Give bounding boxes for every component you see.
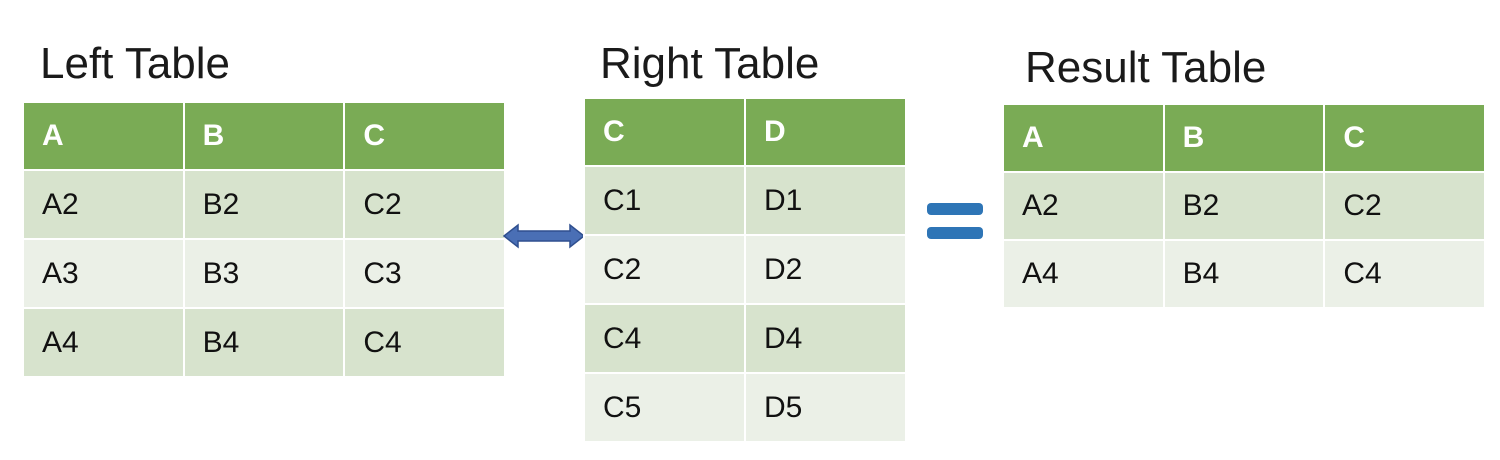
table-row: A3 B3 C3 <box>22 238 506 309</box>
equals-top-bar <box>927 203 983 215</box>
table-row: C5 D5 <box>583 372 907 443</box>
right-table: C D C1 D1 C2 D2 C4 D4 C5 D5 <box>583 97 907 443</box>
table-row: A4 B4 C4 <box>22 307 506 378</box>
table-cell: B4 <box>1162 239 1326 309</box>
left-table: A B C A2 B2 C2 A3 B3 C3 A4 B4 C4 <box>22 101 506 378</box>
table-cell: D5 <box>744 372 907 443</box>
equals-icon <box>927 200 983 247</box>
table-cell: C2 <box>583 234 746 305</box>
header-row: C D <box>583 97 907 167</box>
header-cell: B <box>182 101 346 171</box>
table-cell: B3 <box>182 238 346 309</box>
header-cell: B <box>1162 103 1326 173</box>
result-table: A B C A2 B2 C2 A4 B4 C4 <box>1002 103 1486 309</box>
table-cell: B4 <box>182 307 346 378</box>
table-cell: C4 <box>583 303 746 374</box>
double-arrow-icon <box>502 221 586 256</box>
table-cell: C3 <box>343 238 506 309</box>
header-cell: A <box>22 101 185 171</box>
table-cell: D2 <box>744 234 907 305</box>
table-cell: C2 <box>1323 171 1486 241</box>
table-cell: A4 <box>1002 239 1165 309</box>
table-cell: C4 <box>1323 239 1486 309</box>
header-cell: A <box>1002 103 1165 173</box>
table-cell: B2 <box>1162 171 1326 241</box>
table-cell: C4 <box>343 307 506 378</box>
table-row: A2 B2 C2 <box>22 169 506 240</box>
double-arrow-svg <box>502 223 586 249</box>
result-table-title: Result Table <box>1025 43 1267 92</box>
left-table-title: Left Table <box>40 39 231 88</box>
header-row: A B C <box>22 101 506 171</box>
table-cell: A2 <box>1002 171 1165 241</box>
header-cell: D <box>744 97 907 167</box>
table-row: A2 B2 C2 <box>1002 171 1486 241</box>
table-cell: A4 <box>22 307 185 378</box>
table-cell: B2 <box>182 169 346 240</box>
table-row: C1 D1 <box>583 165 907 236</box>
right-table-title: Right Table <box>600 39 820 88</box>
table-cell: A2 <box>22 169 185 240</box>
table-row: C2 D2 <box>583 234 907 305</box>
equals-svg <box>927 203 983 239</box>
table-row: A4 B4 C4 <box>1002 239 1486 309</box>
table-row: C4 D4 <box>583 303 907 374</box>
table-cell: C5 <box>583 372 746 443</box>
table-cell: D4 <box>744 303 907 374</box>
equals-bottom-bar <box>927 227 983 239</box>
table-cell: D1 <box>744 165 907 236</box>
table-cell: A3 <box>22 238 185 309</box>
arrow-shape <box>502 223 586 249</box>
header-row: A B C <box>1002 103 1486 173</box>
header-cell: C <box>343 101 506 171</box>
header-cell: C <box>583 97 746 167</box>
table-cell: C2 <box>343 169 506 240</box>
header-cell: C <box>1323 103 1486 173</box>
table-cell: C1 <box>583 165 746 236</box>
